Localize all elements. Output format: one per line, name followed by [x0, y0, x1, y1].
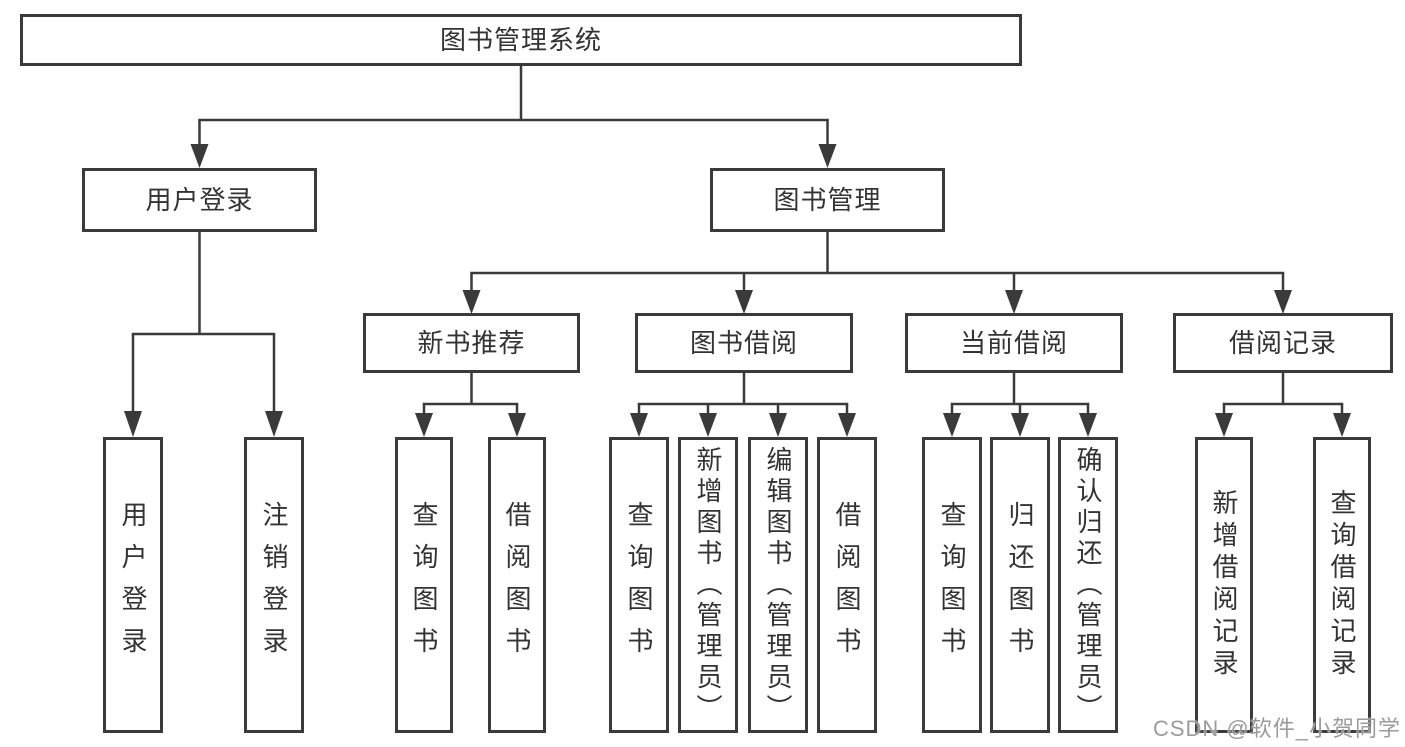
node-leaf-return-book: 归还图书 — [990, 437, 1050, 733]
node-user-login: 用户登录 — [82, 168, 317, 232]
connector-current-to-leaves — [943, 373, 1097, 437]
node-leaf-query-book-2: 查询图书 — [609, 437, 669, 733]
node-root-system: 图书管理系统 — [20, 14, 1022, 66]
connector-root-to-level1 — [190, 66, 837, 168]
connector-newbook-to-leaves — [415, 373, 526, 437]
node-leaf-add-book-admin: 新增图书（管理员） — [678, 437, 738, 733]
node-leaf-add-borrow-record: 新增借阅记录 — [1195, 437, 1253, 733]
node-leaf-confirm-return-admin: 确认归还（管理员） — [1058, 437, 1118, 733]
node-borrow-records: 借阅记录 — [1173, 313, 1393, 373]
node-leaf-borrow-book-1: 借阅图书 — [488, 437, 546, 733]
node-new-book-recommend: 新书推荐 — [363, 313, 580, 373]
connector-mgmt-to-level2 — [462, 232, 1292, 314]
node-leaf-query-book-3: 查询图书 — [922, 437, 982, 733]
connector-borrow-to-leaves — [630, 373, 856, 437]
connector-records-to-leaves — [1215, 373, 1351, 437]
node-book-management: 图书管理 — [710, 168, 945, 232]
node-leaf-query-book-1: 查询图书 — [395, 437, 453, 733]
node-leaf-user-login: 用户登录 — [103, 437, 163, 733]
csdn-watermark: CSDN @软件_小贺同学 — [1152, 716, 1401, 741]
node-leaf-logout: 注销登录 — [244, 437, 304, 733]
node-leaf-edit-book-admin: 编辑图书（管理员） — [748, 437, 808, 733]
connector-login-to-leaves — [124, 232, 283, 437]
node-leaf-query-borrow-record: 查询借阅记录 — [1313, 437, 1371, 733]
node-current-borrow: 当前借阅 — [905, 313, 1123, 373]
node-book-borrow: 图书借阅 — [635, 313, 853, 373]
node-leaf-borrow-book-2: 借阅图书 — [817, 437, 877, 733]
